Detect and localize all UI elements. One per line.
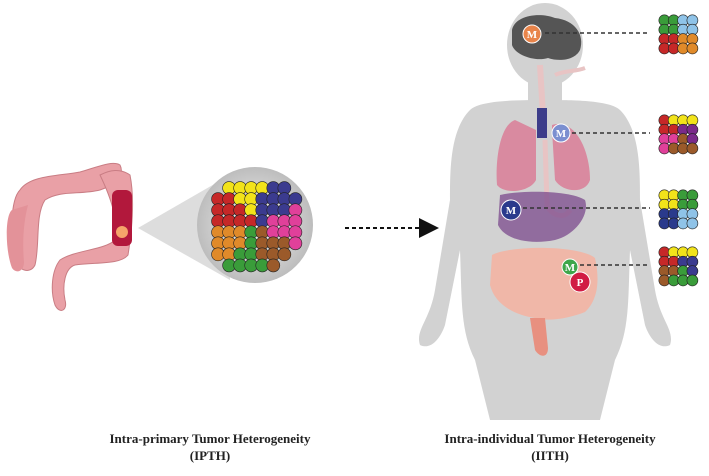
intestine-primary-marker: P (569, 271, 591, 293)
brain-metastasis-marker: M (522, 24, 542, 44)
colon-tumor (112, 190, 132, 246)
liver-marker-label: M (506, 205, 517, 217)
tumor-cell (288, 236, 303, 251)
ipth-title: Intra-primary Tumor Heterogeneity (109, 431, 311, 446)
trachea (537, 64, 586, 138)
ipth-caption: Intra-primary Tumor Heterogeneity (IPTH) (60, 430, 360, 464)
tumor-cell (266, 258, 281, 273)
tumor-cell (686, 217, 699, 230)
tumor-cell (686, 274, 699, 287)
lung-metastasis-marker: M (551, 123, 571, 143)
intestine-p-label: P (577, 277, 584, 289)
iith-caption: Intra-individual Tumor Heterogeneity (II… (400, 430, 700, 464)
lung-marker-label: M (556, 128, 567, 140)
tumor-cell (277, 247, 292, 262)
iith-title: Intra-individual Tumor Heterogeneity (444, 431, 656, 446)
rectum (530, 318, 548, 356)
primary-tumor-cell-cluster (211, 181, 303, 273)
liver-metastasis-marker: M (500, 199, 522, 221)
iith-abbrev: (IITH) (531, 448, 569, 463)
brain-cell-cluster (658, 14, 699, 55)
tumor-cell (686, 142, 699, 155)
liver-cell-cluster (658, 189, 699, 230)
intestine-metastasis-marker: M (561, 258, 579, 276)
brain-marker-label: M (527, 29, 538, 41)
connector-lines (523, 32, 650, 266)
intestine-m-label: M (565, 262, 576, 274)
intestine-cell-cluster (658, 246, 699, 287)
tumor-cell (686, 42, 699, 55)
lung-cell-cluster (658, 114, 699, 155)
ipth-abbrev: (IPTH) (189, 448, 231, 463)
liver (498, 191, 586, 242)
